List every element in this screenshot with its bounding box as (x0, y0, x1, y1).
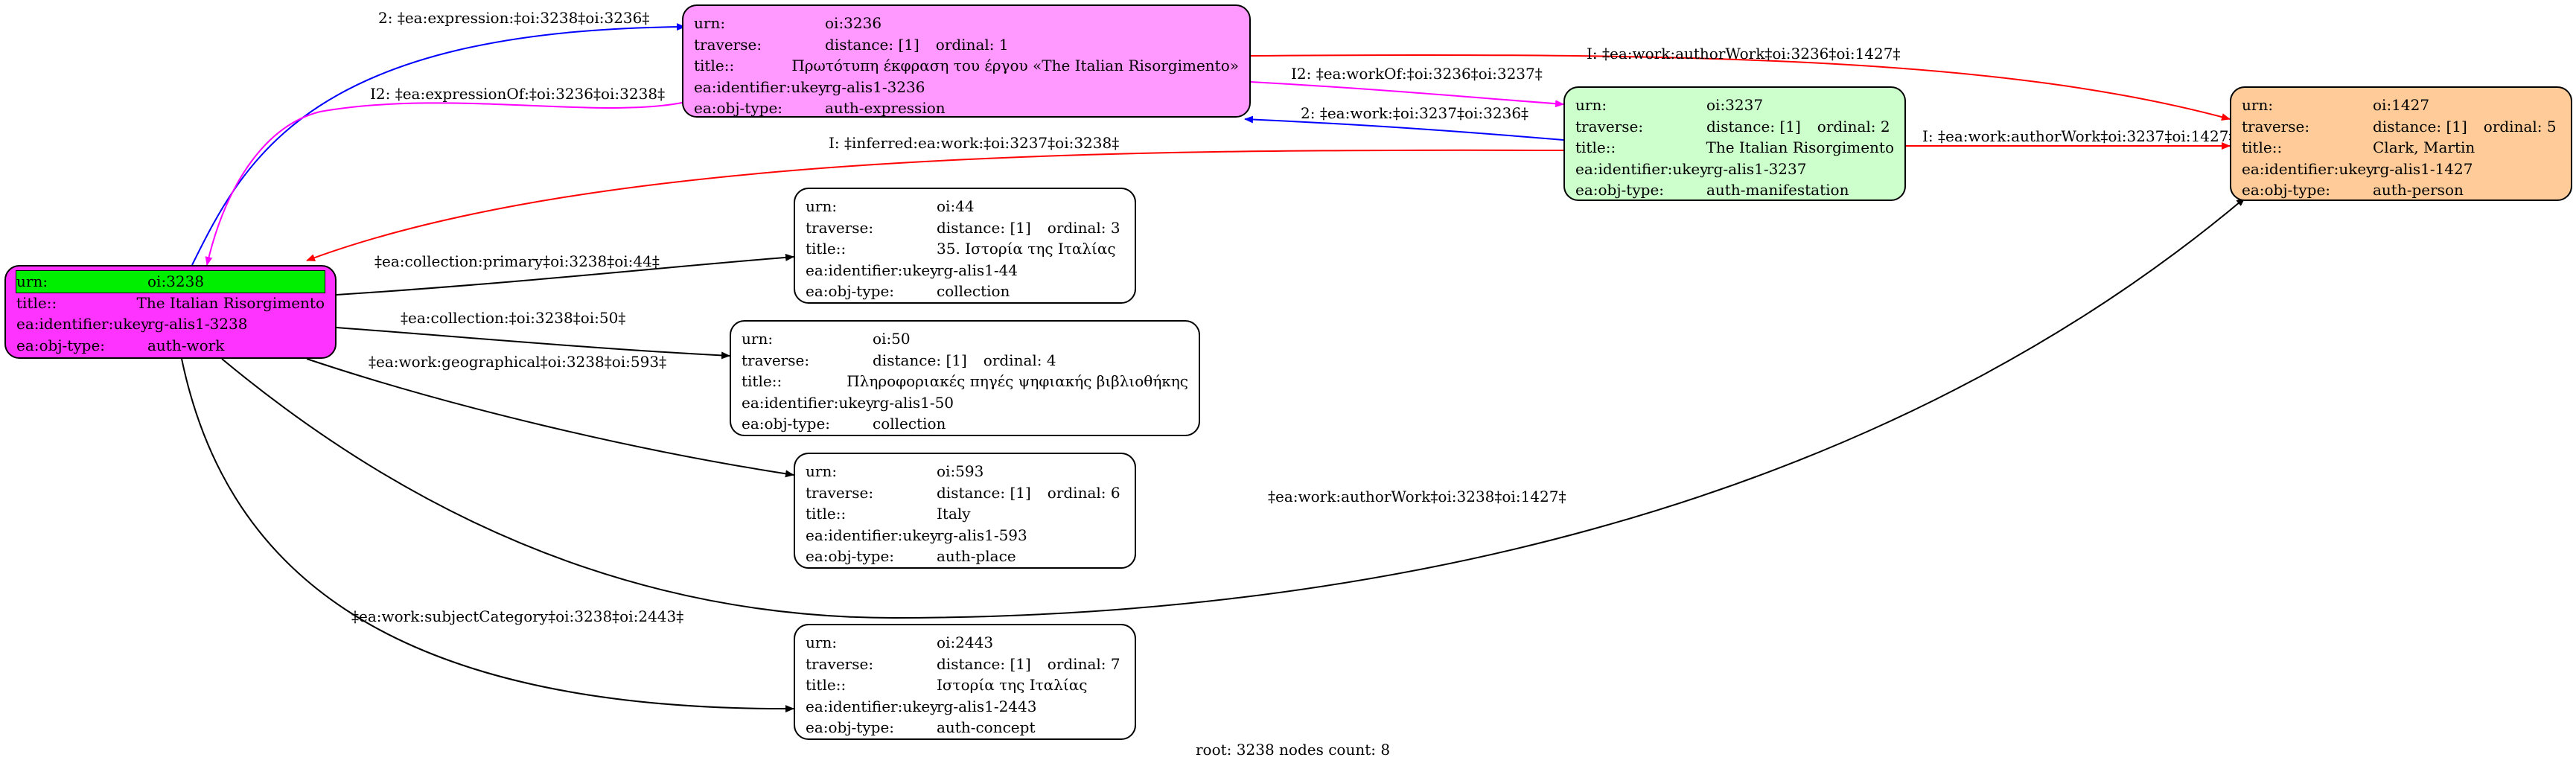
edge-label-inferred-work: I: ‡inferred:ea:work:‡oi:3237‡oi:3238‡ (829, 134, 1119, 152)
node-title-value: Πρωτότυπη έκφραση του έργου «The Italian… (791, 57, 1239, 74)
node-row-traverse: traverse:distance: [1]ordinal: 4 (742, 351, 1056, 369)
edge-label-expression: 2: ‡ea:expression:‡oi:3238‡oi:3236‡ (378, 9, 649, 27)
node-row-obj-type: ea:obj-type:collection (742, 415, 946, 433)
node-oi-44[interactable]: urn:oi:44 traverse:distance: [1]ordinal:… (794, 188, 1136, 304)
graph-footer: root: 3238 nodes count: 8 (1196, 741, 1391, 759)
edge-label-author-work-3237: I: ‡ea:work:authorWork‡oi:3237‡oi:1427‡ (1922, 127, 2236, 145)
node-row-title: title::35. Ιστορία της Ιταλίας (806, 240, 1116, 258)
node-row-title: title::Πρωτότυπη έκφραση του έργου «The … (694, 55, 1239, 77)
node-row-urn: urn:oi:3236 (694, 13, 1239, 34)
node-row-traverse: traverse:distance: [1]ordinal: 2 (1575, 117, 1890, 135)
node-row-traverse: traverse:distance: [1]ordinal: 3 (806, 218, 1120, 237)
edge-expression (191, 23, 686, 266)
edge-geographical (306, 358, 794, 478)
node-row-urn-highlight: urn:oi:3238 (16, 270, 325, 293)
node-row-urn: urn:oi:1427 (2242, 96, 2430, 114)
node-row-obj-type: ea:obj-type:auth-expression (694, 99, 946, 117)
node-row-title: title::Italy (806, 505, 971, 523)
edge-label-collection: ‡ea:collection:‡oi:3238‡oi:50‡ (401, 309, 625, 327)
node-oi-593[interactable]: urn:oi:593 traverse:distance: [1]ordinal… (794, 453, 1136, 569)
edge-inferred-work (306, 149, 1564, 261)
node-oi-3238-root[interactable]: urn:oi:3238 title::The Italian Risorgime… (4, 265, 337, 359)
edge-work (1244, 115, 1564, 141)
node-row-title: title::The Italian Risorgimento (1575, 138, 1894, 156)
node-row-traverse: traverse:distance: [1]ordinal: 5 (2242, 117, 2557, 135)
node-row-traverse: traverse:distance: [1]ordinal: 7 (806, 654, 1120, 673)
edge-work-of (1250, 81, 1564, 108)
node-oi-2443[interactable]: urn:oi:2443 traverse:distance: [1]ordina… (794, 624, 1136, 740)
node-oi-50[interactable]: urn:oi:50 traverse:distance: [1]ordinal:… (730, 320, 1200, 436)
node-row-obj-type: ea:obj-type:auth-manifestation (1575, 181, 1849, 199)
node-row-obj-type: ea:obj-type:auth-concept (806, 718, 1036, 736)
edge-author-work-3238 (221, 197, 2245, 619)
node-row-obj-type: ea:obj-type:auth-place (806, 547, 1016, 565)
node-row-traverse: traverse:distance: [1]ordinal: 1 (694, 35, 1009, 54)
node-row-obj-type: ea:obj-type:auth-person (2242, 181, 2464, 199)
edge-label-subject-category: ‡ea:work:subjectCategory‡oi:3238‡oi:2443… (351, 607, 683, 625)
edge-collection (336, 327, 730, 360)
edge-label-expression-of: I2: ‡ea:expressionOf:‡oi:3236‡oi:3238‡ (370, 85, 665, 103)
node-urn-value: oi:3236 (825, 14, 882, 32)
node-row-urn: urn:oi:50 (742, 330, 911, 348)
edge-subject-category (181, 358, 794, 713)
edge-author-work-3236 (1250, 54, 2231, 121)
node-row-title: title::The Italian Risorgimento (16, 293, 325, 312)
edge-label-author-work-3236: I: ‡ea:work:authorWork‡oi:3236‡oi:1427‡ (1587, 45, 1900, 63)
edge-label-work: 2: ‡ea:work:‡oi:3237‡oi:3236‡ (1301, 104, 1528, 122)
node-row-obj-type: ea:obj-type:auth-work (16, 336, 225, 354)
edge-label-author-work-3238: ‡ea:work:authorWork‡oi:3238‡oi:1427‡ (1268, 488, 1566, 505)
node-row-urn: urn:oi:2443 (806, 633, 994, 651)
node-oi-3236[interactable]: urn:oi:3236 traverse:distance: [1]ordina… (682, 4, 1251, 118)
edge-label-collection-primary: ‡ea:collection:primary‡oi:3238‡oi:44‡ (374, 252, 660, 270)
node-row-urn: urn:oi:44 (806, 197, 975, 215)
node-row-urn: urn:oi:593 (806, 462, 984, 480)
node-row-title: title::Πληροφοριακές πηγές ψηφιακής βιβλ… (742, 372, 1188, 390)
edge-label-work-of: I2: ‡ea:workOf:‡oi:3236‡oi:3237‡ (1291, 65, 1543, 83)
edge-expression-of (205, 102, 683, 266)
node-row-urn: urn:oi:3237 (1575, 96, 1764, 114)
node-oi-3237[interactable]: urn:oi:3237 traverse:distance: [1]ordina… (1563, 86, 1906, 201)
node-row-traverse: traverse:distance: [1]ordinal: 6 (806, 483, 1120, 502)
node-row-title: title::Clark, Martin (2242, 138, 2475, 156)
node-row-obj-type: ea:obj-type:collection (806, 282, 1010, 300)
edge-collection-primary (336, 253, 794, 296)
node-row-title: title::Ιστορία της Ιταλίας (806, 676, 1088, 694)
node-oi-1427[interactable]: urn:oi:1427 traverse:distance: [1]ordina… (2230, 86, 2572, 201)
edge-label-geographical: ‡ea:work:geographical‡oi:3238‡oi:593‡ (369, 353, 666, 371)
